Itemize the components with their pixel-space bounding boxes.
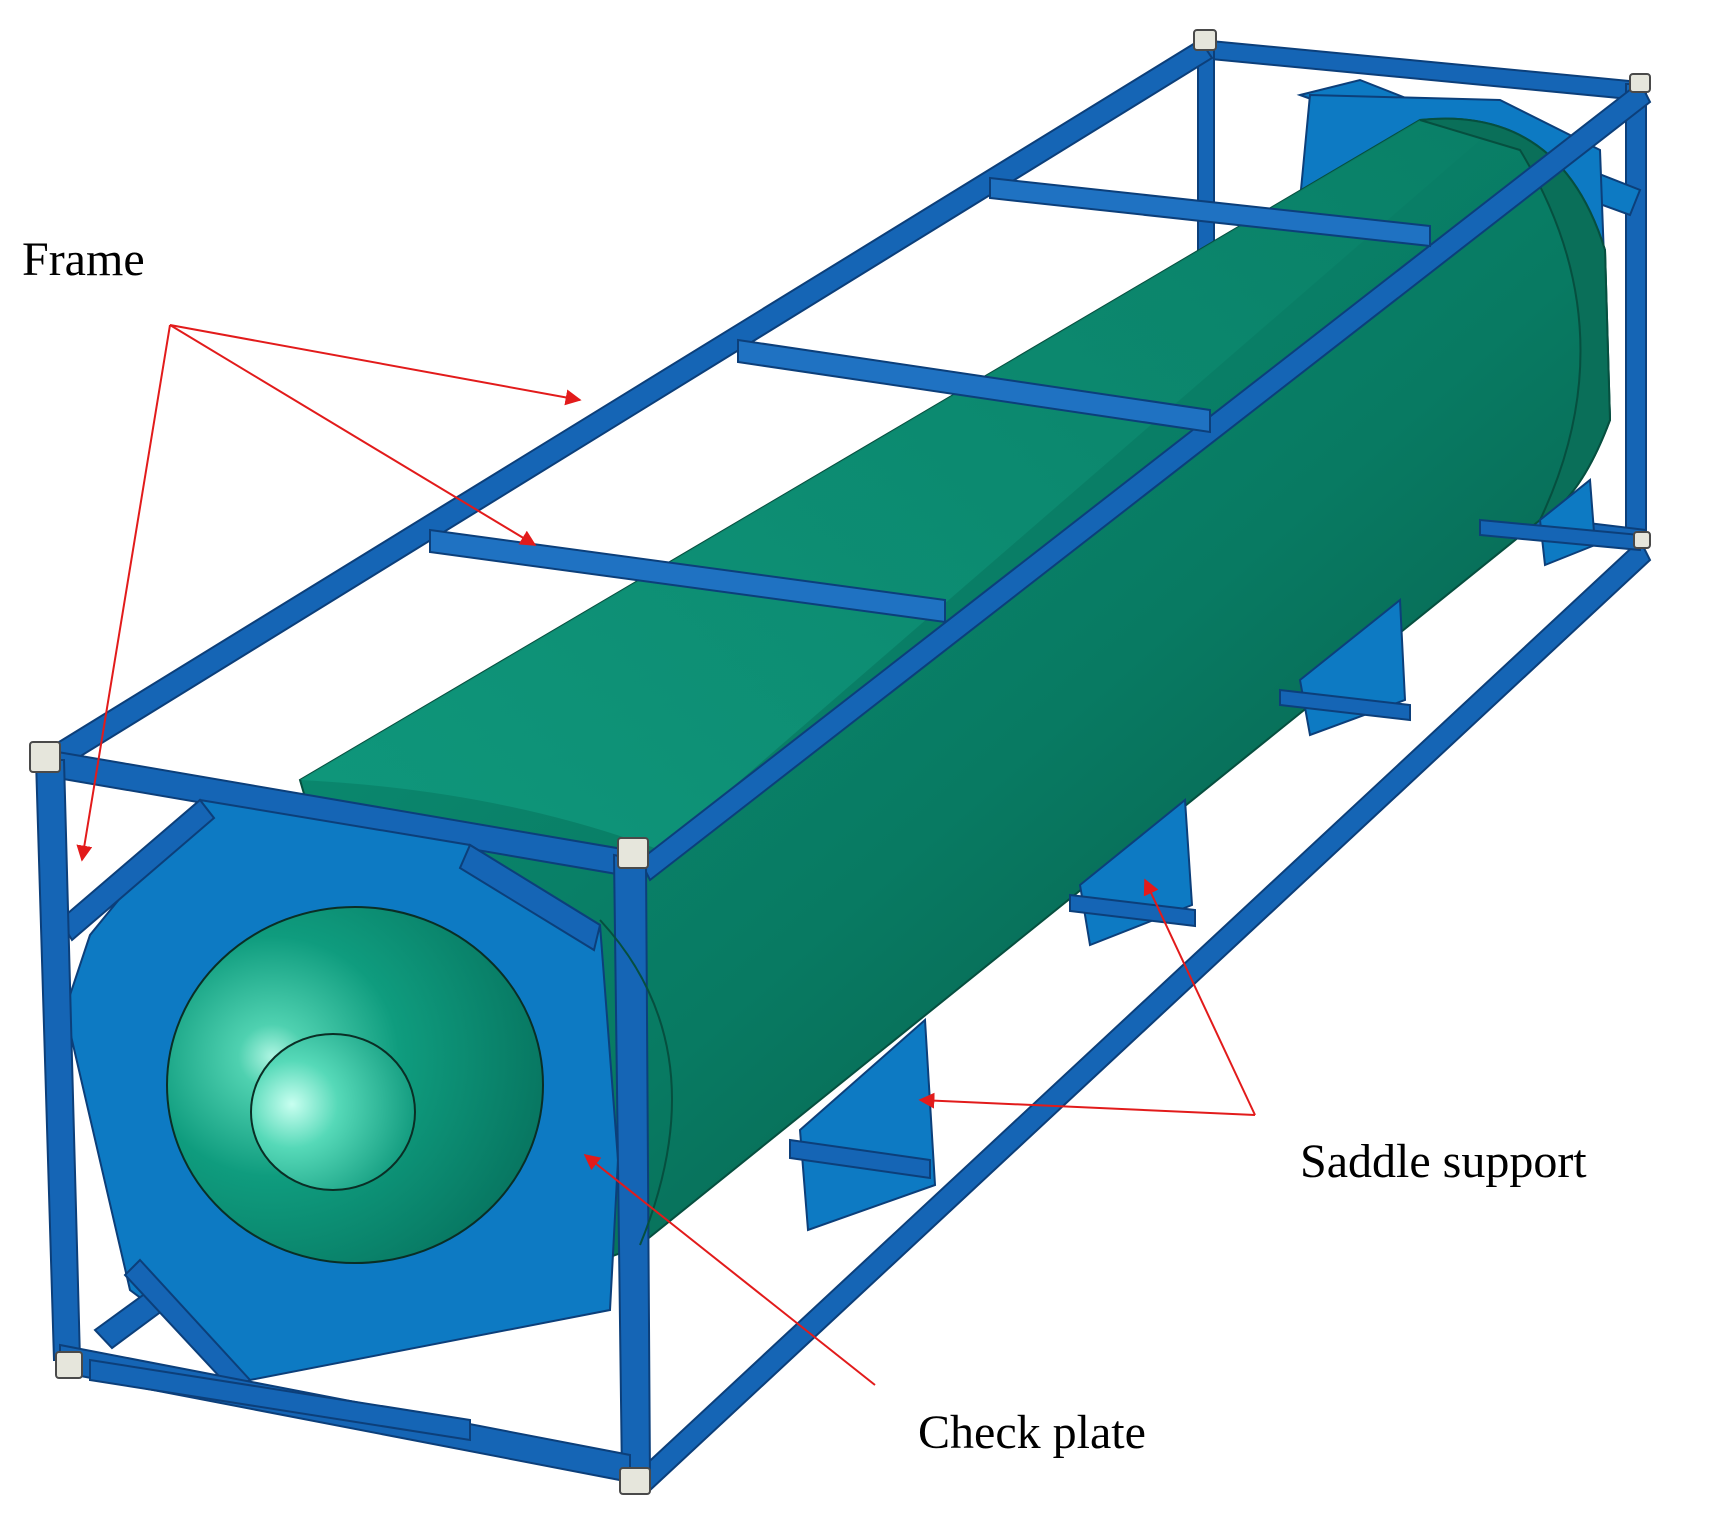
top-cross-2	[737, 338, 1211, 434]
frame-arrow-2	[169, 324, 537, 546]
corner-fitting-front-bottom-right	[619, 1467, 651, 1495]
saddle-support-1	[798, 1017, 937, 1232]
check-arrow	[583, 1154, 876, 1386]
corner-fitting-front-top-right	[617, 837, 649, 869]
rear-top-beam	[1199, 38, 1641, 102]
top-cross-3	[989, 176, 1431, 248]
frame-arrow-3	[76, 324, 171, 862]
tank-edge-arc	[599, 919, 673, 1246]
front-left-post	[34, 759, 82, 1361]
bottom-frame	[638, 518, 1652, 1494]
saddle-arrow-1	[1143, 878, 1256, 1116]
check-plate-label: Check plate	[918, 1406, 1146, 1459]
frame-arrow-1	[169, 324, 582, 406]
tank-head-inner	[250, 1033, 416, 1191]
corner-fitting-rear-bottom-right	[1633, 531, 1651, 549]
brace-top-right	[458, 843, 602, 952]
rear-right-post	[1625, 83, 1647, 541]
corner-fitting-front-top-left	[29, 741, 61, 773]
corner-fitting-rear-top-right	[1629, 73, 1651, 93]
frame-label: Frame	[22, 233, 145, 286]
bottom-left-rail	[89, 1358, 471, 1442]
bottom-cross-3	[1279, 688, 1411, 722]
annotation-arrows	[76, 324, 1256, 1386]
front-right-post	[612, 853, 652, 1482]
bottom-cross-1	[789, 1138, 931, 1180]
saddle-arrow-2	[918, 1092, 1256, 1116]
corner-fittings	[29, 29, 1651, 1495]
bottom-cross-4	[1479, 518, 1641, 552]
saddle-support-label: Saddle support	[1300, 1135, 1587, 1188]
top-frame	[44, 38, 1652, 882]
tank-front-head	[166, 906, 673, 1264]
corner-fitting-front-bottom-left	[55, 1351, 83, 1379]
tank-top-surface	[300, 120, 1480, 850]
top-cross-1	[429, 528, 946, 624]
corner-fitting-rear-top-left	[1193, 29, 1217, 51]
